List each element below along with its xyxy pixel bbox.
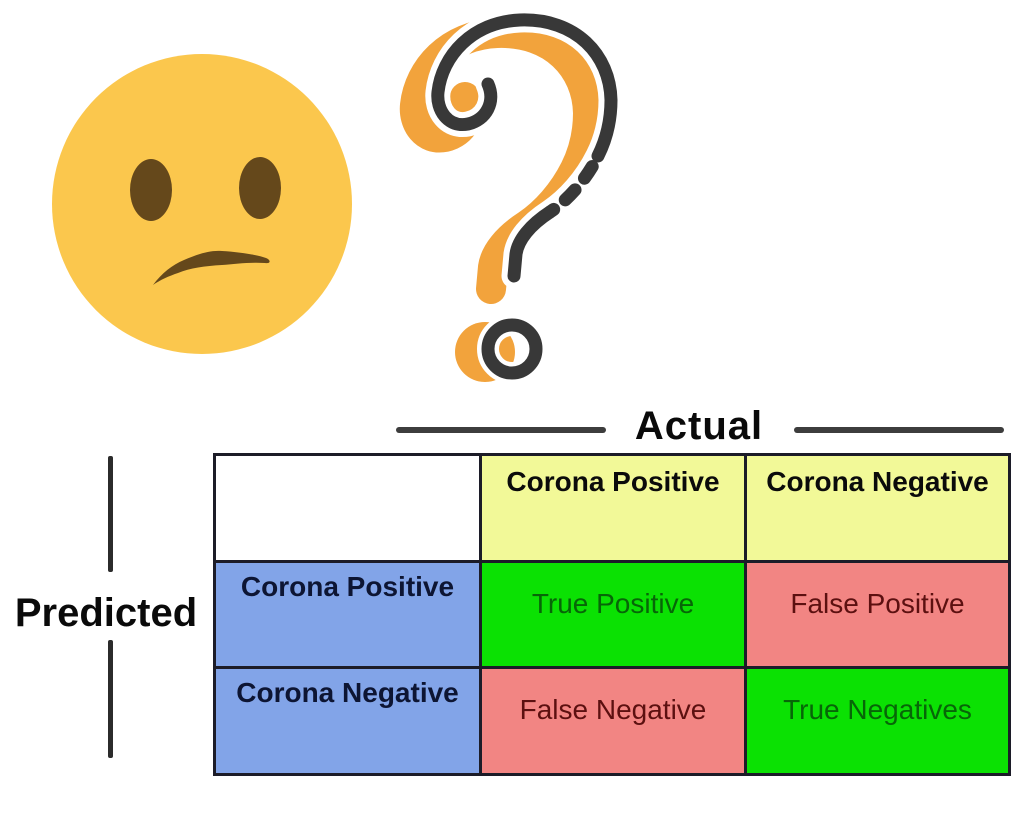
actual-axis-line-right	[794, 427, 1004, 433]
row-header-corona-positive: Corona Positive	[213, 560, 482, 669]
predicted-axis-label: Predicted	[14, 591, 198, 635]
confused-face-icon	[52, 54, 352, 354]
actual-axis-label: Actual	[634, 404, 764, 448]
predicted-axis-line-bottom	[108, 640, 113, 758]
cell-true-positive: True Positive	[479, 560, 747, 669]
corner-empty-cell	[213, 453, 482, 563]
face-circle	[52, 54, 352, 354]
actual-axis-line-left	[396, 427, 606, 433]
column-header-corona-negative: Corona Negative	[744, 453, 1011, 563]
column-header-corona-positive: Corona Positive	[479, 453, 747, 563]
header-row: Corona Positive Corona Negative	[213, 453, 1011, 563]
left-eye	[130, 159, 172, 221]
predicted-axis-line-top	[108, 456, 113, 572]
confusion-matrix-table: Corona Positive Corona Negative Corona P…	[213, 453, 1011, 776]
predicted-negative-row: Corona Negative False Negative True Nega…	[213, 666, 1011, 776]
question-mark-dark-loop	[431, 13, 618, 163]
question-mark-dot-ring	[481, 318, 543, 380]
question-mark-icon	[399, 7, 624, 384]
predicted-positive-row: Corona Positive True Positive False Posi…	[213, 560, 1011, 669]
row-header-corona-negative: Corona Negative	[213, 666, 482, 776]
question-mark-stem	[507, 205, 557, 283]
cell-false-negative: False Negative	[479, 666, 747, 776]
right-eye	[239, 157, 281, 219]
cell-false-positive: False Positive	[744, 560, 1011, 669]
cell-true-negatives: True Negatives	[744, 666, 1011, 776]
confused-mouth	[153, 250, 270, 285]
